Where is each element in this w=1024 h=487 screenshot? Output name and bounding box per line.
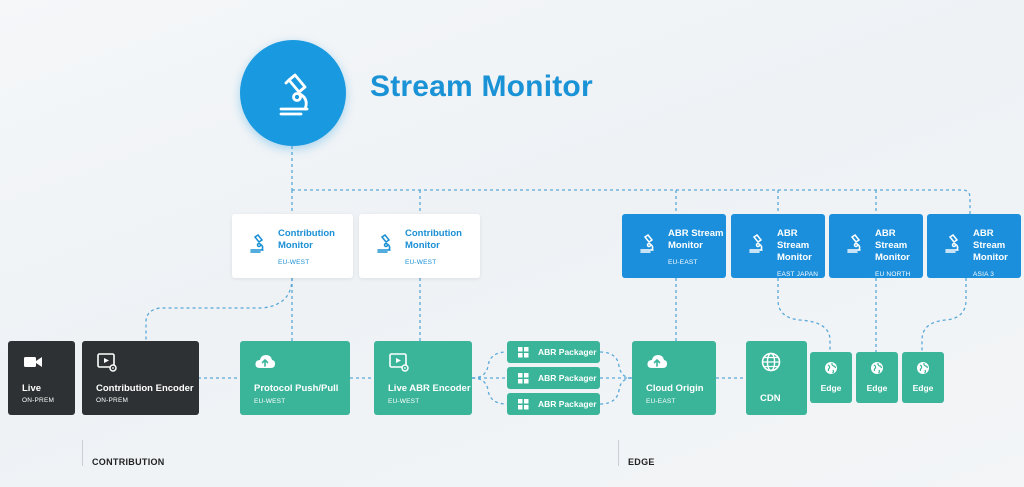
packager-name: ABR Packager bbox=[538, 347, 597, 357]
node-cdn[interactable]: CDN bbox=[746, 341, 807, 415]
monitor-location: EU-WEST bbox=[405, 259, 437, 266]
node-abr-packager-3[interactable]: ABR Packager bbox=[507, 393, 600, 415]
packager-name: ABR Packager bbox=[538, 399, 597, 409]
monitor-name-line1: ABR Stream bbox=[973, 228, 1006, 251]
microscope-icon bbox=[377, 233, 391, 253]
monitor-card-contribution-2[interactable]: Contribution Monitor EU-WEST bbox=[359, 214, 480, 278]
connector-pack-origin-top bbox=[599, 351, 633, 379]
monitor-location: ASIA 3 bbox=[973, 271, 995, 278]
monitor-card-contribution-1[interactable]: Contribution Monitor EU-WEST bbox=[232, 214, 353, 278]
node-live-abr-encoder[interactable]: Live ABR Encoder EU-WEST bbox=[374, 341, 472, 415]
video-camera-icon bbox=[24, 357, 42, 367]
connector-m4-edge1 bbox=[777, 278, 831, 352]
node-abr-packager-2[interactable]: ABR Packager bbox=[507, 367, 600, 389]
monitor-card-abr-eu-north[interactable]: ABR Stream Monitor EU NORTH bbox=[829, 214, 923, 278]
cloud-upload-icon bbox=[647, 355, 668, 368]
node-protocol-push-pull[interactable]: Protocol Push/Pull EU-WEST bbox=[240, 341, 350, 415]
node-location: EU-WEST bbox=[388, 398, 420, 405]
edge-name: Edge bbox=[912, 383, 934, 393]
connector-abr-pack-top bbox=[471, 351, 508, 379]
monitor-name-line2: Monitor bbox=[278, 240, 313, 251]
section-divider-contribution bbox=[82, 440, 83, 466]
edge-name: Edge bbox=[820, 383, 842, 393]
globe-icon bbox=[761, 352, 781, 372]
monitor-location: EU-EAST bbox=[668, 259, 698, 266]
monitor-name-line1: ABR Stream bbox=[777, 228, 810, 251]
node-name: Cloud Origin bbox=[646, 383, 704, 394]
globe-icon bbox=[825, 362, 837, 374]
microscope-icon bbox=[640, 233, 654, 253]
monitor-card-abr-asia-3[interactable]: ABR Stream Monitor ASIA 3 bbox=[927, 214, 1021, 278]
node-contribution-encoder[interactable]: Contribution Encoder ON-PREM bbox=[82, 341, 199, 415]
section-divider-edge bbox=[618, 440, 619, 466]
node-location: ON-PREM bbox=[22, 397, 55, 404]
monitor-name-line2: Monitor bbox=[875, 252, 910, 263]
node-edge-3[interactable]: Edge bbox=[902, 352, 944, 403]
cloud-upload-icon bbox=[255, 355, 276, 368]
stream-monitor-hero[interactable] bbox=[240, 40, 346, 146]
monitor-name-line1: ABR Stream bbox=[668, 228, 724, 239]
node-name: Live ABR Encoder bbox=[388, 383, 471, 394]
monitor-name-line2: Monitor bbox=[668, 240, 703, 251]
microscope-icon bbox=[945, 233, 959, 253]
edge-name: Edge bbox=[866, 383, 888, 393]
video-settings-icon bbox=[97, 353, 117, 372]
connector-abr-pack-bot bbox=[471, 377, 508, 405]
node-edge-1[interactable]: Edge bbox=[810, 352, 852, 403]
microscope-icon bbox=[279, 73, 309, 116]
video-settings-icon bbox=[389, 353, 409, 372]
connector-main-bus bbox=[292, 189, 971, 214]
node-name: CDN bbox=[760, 393, 781, 404]
node-name: Protocol Push/Pull bbox=[254, 383, 339, 394]
monitor-card-abr-east-japan[interactable]: ABR Stream Monitor EAST JAPAN bbox=[731, 214, 825, 278]
monitor-name-line1: Contribution bbox=[278, 228, 335, 239]
node-location: EU-WEST bbox=[254, 398, 286, 405]
packager-grid-icon bbox=[518, 398, 529, 409]
monitor-name-line2: Monitor bbox=[973, 252, 1008, 263]
globe-icon bbox=[871, 362, 883, 374]
microscope-icon bbox=[749, 233, 763, 253]
packager-grid-icon bbox=[518, 372, 529, 383]
node-live[interactable]: Live ON-PREM bbox=[8, 341, 75, 415]
page-title: Stream Monitor bbox=[370, 70, 593, 103]
monitor-name-line1: Contribution bbox=[405, 228, 462, 239]
monitor-location: EAST JAPAN bbox=[777, 271, 819, 278]
node-location: ON-PREM bbox=[96, 397, 129, 404]
node-location: EU-EAST bbox=[646, 398, 676, 405]
monitor-name-line2: Monitor bbox=[777, 252, 812, 263]
node-edge-2[interactable]: Edge bbox=[856, 352, 898, 403]
packager-name: ABR Packager bbox=[538, 373, 597, 383]
globe-icon bbox=[917, 362, 929, 374]
monitor-name-line2: Monitor bbox=[405, 240, 440, 251]
packager-grid-icon bbox=[518, 346, 529, 357]
microscope-icon bbox=[847, 233, 861, 253]
node-name: Live bbox=[22, 383, 42, 394]
connector-m1-encoder bbox=[145, 277, 293, 341]
connector-pack-origin-bot bbox=[599, 377, 633, 405]
microscope-icon bbox=[250, 233, 264, 253]
node-name: Contribution Encoder bbox=[96, 383, 194, 394]
monitor-name-line1: ABR Stream bbox=[875, 228, 908, 251]
monitor-location: EU NORTH bbox=[875, 271, 911, 278]
section-label-contribution: CONTRIBUTION bbox=[92, 457, 165, 467]
connector-m6-edge3 bbox=[921, 278, 967, 352]
monitor-card-abr-eu-east[interactable]: ABR Stream Monitor EU-EAST bbox=[622, 214, 726, 278]
node-cloud-origin[interactable]: Cloud Origin EU-EAST bbox=[632, 341, 716, 415]
node-abr-packager-1[interactable]: ABR Packager bbox=[507, 341, 600, 363]
monitor-location: EU-WEST bbox=[278, 259, 310, 266]
section-label-edge: EDGE bbox=[628, 457, 655, 467]
